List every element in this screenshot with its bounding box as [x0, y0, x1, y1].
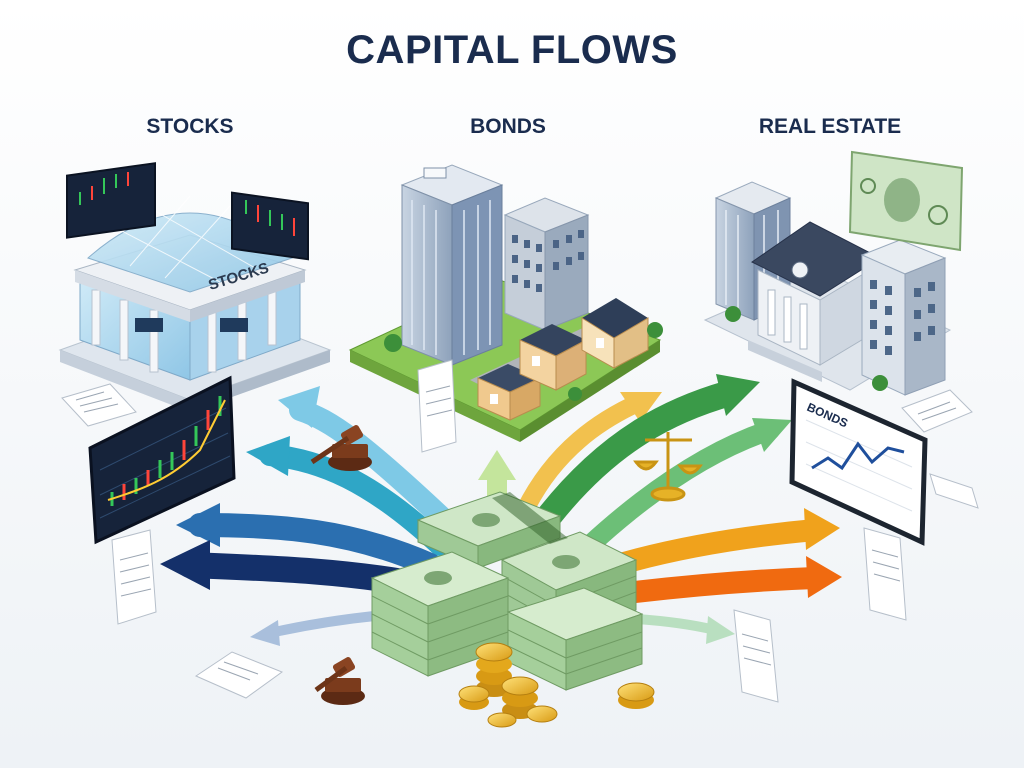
- arrowhead: [706, 616, 735, 644]
- arrowhead: [176, 503, 220, 547]
- office-tower-icon: [400, 164, 504, 366]
- document-icon: [863, 527, 907, 621]
- house-icon: [581, 298, 649, 369]
- flow-arrow: [537, 380, 743, 528]
- flow-arrow: [580, 420, 780, 555]
- category-label-stocks: STOCKS: [146, 115, 234, 138]
- arrowhead: [278, 386, 320, 428]
- arrowhead: [160, 540, 210, 590]
- document-icon: [901, 389, 973, 433]
- category-label-bonds: BONDS: [470, 115, 546, 138]
- arrowhead: [716, 374, 760, 416]
- gold-coin-icon: [475, 642, 513, 697]
- line-chart-icon: BONDS: [789, 378, 928, 546]
- gold-coin-icon: [458, 685, 490, 710]
- arrowhead: [752, 418, 792, 452]
- arrowhead: [620, 392, 662, 422]
- flow-arrow: [188, 513, 442, 577]
- document-icon: [929, 473, 979, 509]
- document-icon: [194, 651, 284, 699]
- scales-icon: [633, 432, 703, 502]
- bank-building-icon: [748, 221, 882, 382]
- diagram-title: CAPITAL FLOWS: [346, 28, 678, 72]
- cash-stack-icon: [370, 491, 644, 691]
- arrowhead: [250, 620, 280, 646]
- arrowhead: [246, 436, 290, 476]
- document-icon: [61, 383, 137, 427]
- real-estate-block: [703, 150, 964, 396]
- arrowhead: [478, 450, 516, 480]
- category-label-real-estate: REAL ESTATE: [758, 115, 902, 138]
- flow-arrow: [516, 393, 649, 519]
- house-icon: [477, 364, 541, 421]
- candlestick-chart-icon: [88, 375, 236, 545]
- gold-coin-icon: [617, 682, 655, 709]
- gold-coin-icon: [487, 712, 517, 728]
- gavel-icon: [310, 425, 372, 471]
- document-icon: [733, 609, 779, 703]
- arrowhead: [804, 508, 840, 550]
- office-tower-icon: [503, 197, 590, 331]
- flow-arrow: [599, 567, 826, 606]
- dollar-bill-icon: [848, 150, 964, 252]
- gold-coin-icon: [526, 705, 558, 723]
- stock-exchange-icon: STOCKS: [58, 162, 332, 412]
- document-icon: [417, 359, 457, 453]
- office-tower-icon: [860, 239, 947, 396]
- house-icon: [519, 324, 587, 391]
- document-icon: [111, 529, 157, 625]
- arrowhead: [806, 556, 842, 598]
- gavel-icon: [314, 657, 365, 705]
